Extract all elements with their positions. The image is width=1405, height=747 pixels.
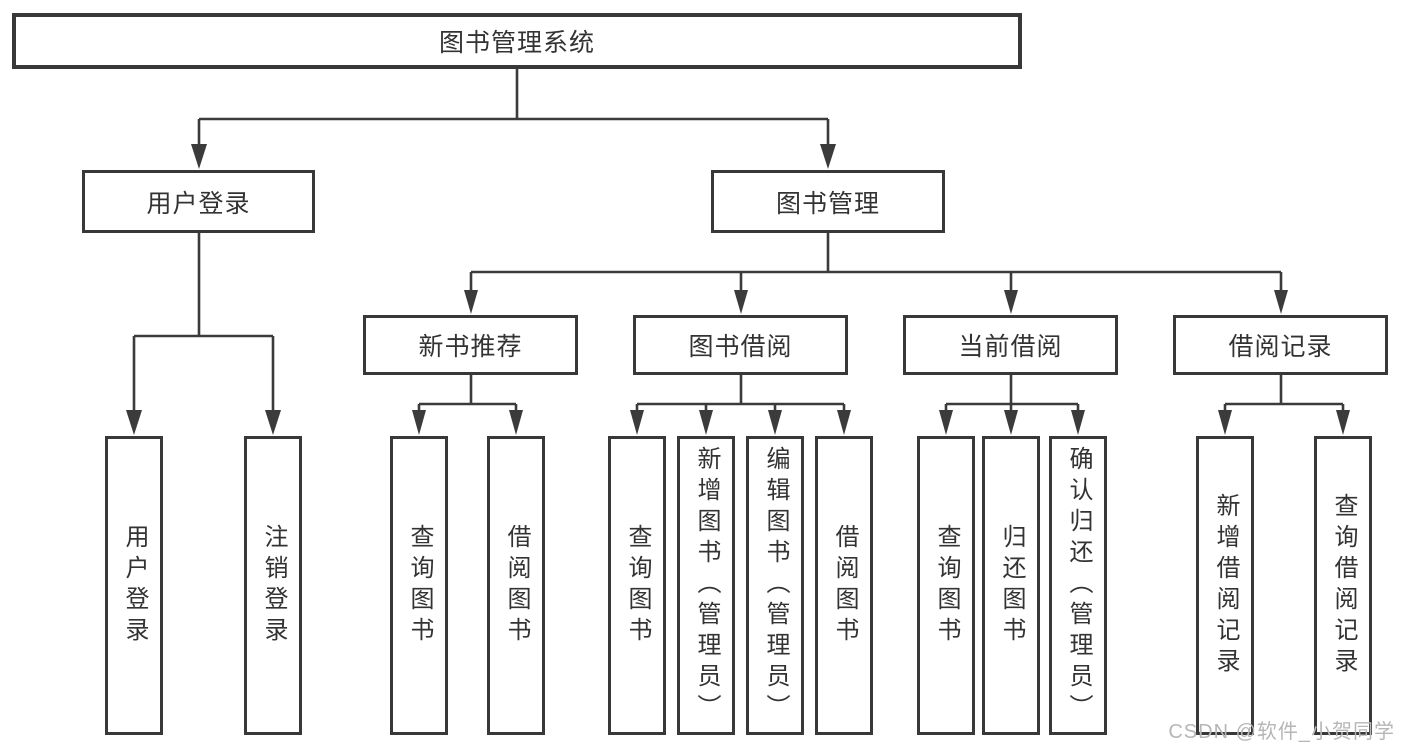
connector-book-borrowing-split	[630, 375, 851, 435]
connector-user-login-split	[126, 233, 281, 435]
node-logout-leaf: 注销登录	[244, 436, 302, 735]
arrowhead-icon	[734, 290, 748, 314]
node-current-borrowing: 当前借阅	[903, 315, 1118, 375]
node-return-books: 归还图书	[982, 436, 1040, 735]
node-new-book-recommendation: 新书推荐	[363, 315, 578, 375]
node-label: 注销登录	[260, 523, 287, 648]
arrowhead-icon	[1336, 410, 1350, 435]
node-label: 图书管理	[775, 189, 880, 218]
node-confirm-return-admin: 确认归还（管理员）	[1049, 436, 1107, 735]
node-user-login-module: 用户登录	[82, 170, 315, 233]
connector-borrowing-records-split	[1218, 375, 1350, 435]
arrowhead-icon	[412, 410, 426, 435]
node-library-management-system: 图书管理系统	[12, 13, 1022, 69]
node-label: 借阅图书	[831, 523, 858, 648]
node-label: 借阅图书	[503, 523, 530, 648]
watermark-text: CSDN @软件_小贺同学	[1168, 721, 1395, 743]
arrowhead-icon	[1218, 410, 1232, 435]
node-label: 用户登录	[121, 523, 148, 648]
arrowhead-icon	[464, 290, 478, 314]
node-label: 当前借阅	[958, 333, 1063, 361]
arrowhead-icon	[1274, 290, 1288, 314]
node-add-borrow-record: 新增借阅记录	[1196, 436, 1254, 735]
node-borrow-books-borrowing: 借阅图书	[815, 436, 873, 735]
arrowhead-icon	[768, 410, 782, 435]
arrowhead-icon	[820, 144, 836, 169]
node-user-login-leaf: 用户登录	[105, 436, 163, 735]
arrowhead-icon	[1004, 410, 1018, 435]
node-label: 用户登录	[146, 189, 251, 218]
node-label: 图书借阅	[688, 333, 793, 361]
node-add-books-admin: 新增图书（管理员）	[677, 436, 735, 735]
node-borrow-books-recommend: 借阅图书	[487, 436, 545, 735]
node-book-borrowing: 图书借阅	[633, 315, 848, 375]
node-label: 确认归还（管理员）	[1065, 446, 1092, 725]
arrowhead-icon	[699, 410, 713, 435]
node-borrowing-records: 借阅记录	[1173, 315, 1388, 375]
arrowhead-icon	[509, 410, 523, 435]
node-label: 编辑图书（管理员）	[762, 446, 789, 725]
node-label: 新书推荐	[418, 333, 523, 361]
node-label: 查询借阅记录	[1330, 492, 1357, 679]
node-label: 查询图书	[933, 523, 960, 648]
arrowhead-icon	[630, 410, 644, 435]
node-label: 新增借阅记录	[1212, 492, 1239, 679]
node-label: 借阅记录	[1228, 333, 1333, 361]
arrowhead-icon	[837, 410, 851, 435]
node-label: 新增图书（管理员）	[693, 446, 720, 725]
node-edit-books-admin: 编辑图书（管理员）	[746, 436, 804, 735]
connector-current-borrowing-split	[939, 375, 1085, 435]
node-query-books-recommend: 查询图书	[390, 436, 448, 735]
arrowhead-icon	[1004, 290, 1018, 314]
connector-root-split	[191, 69, 836, 169]
node-query-books-borrowing: 查询图书	[608, 436, 666, 735]
node-book-management-module: 图书管理	[711, 170, 945, 233]
node-query-books-current: 查询图书	[917, 436, 975, 735]
connector-book-management-split	[464, 233, 1288, 314]
arrowhead-icon	[265, 410, 281, 435]
node-label: 图书管理系统	[438, 29, 595, 57]
arrowhead-icon	[191, 144, 207, 169]
node-label: 归还图书	[998, 523, 1025, 648]
node-label: 查询图书	[406, 523, 433, 648]
arrowhead-icon	[939, 410, 953, 435]
arrowhead-icon	[126, 410, 142, 435]
arrowhead-icon	[1071, 410, 1085, 435]
connector-new-book-recommendation-split	[412, 375, 523, 435]
node-label: 查询图书	[624, 523, 651, 648]
node-query-borrow-record: 查询借阅记录	[1314, 436, 1372, 735]
